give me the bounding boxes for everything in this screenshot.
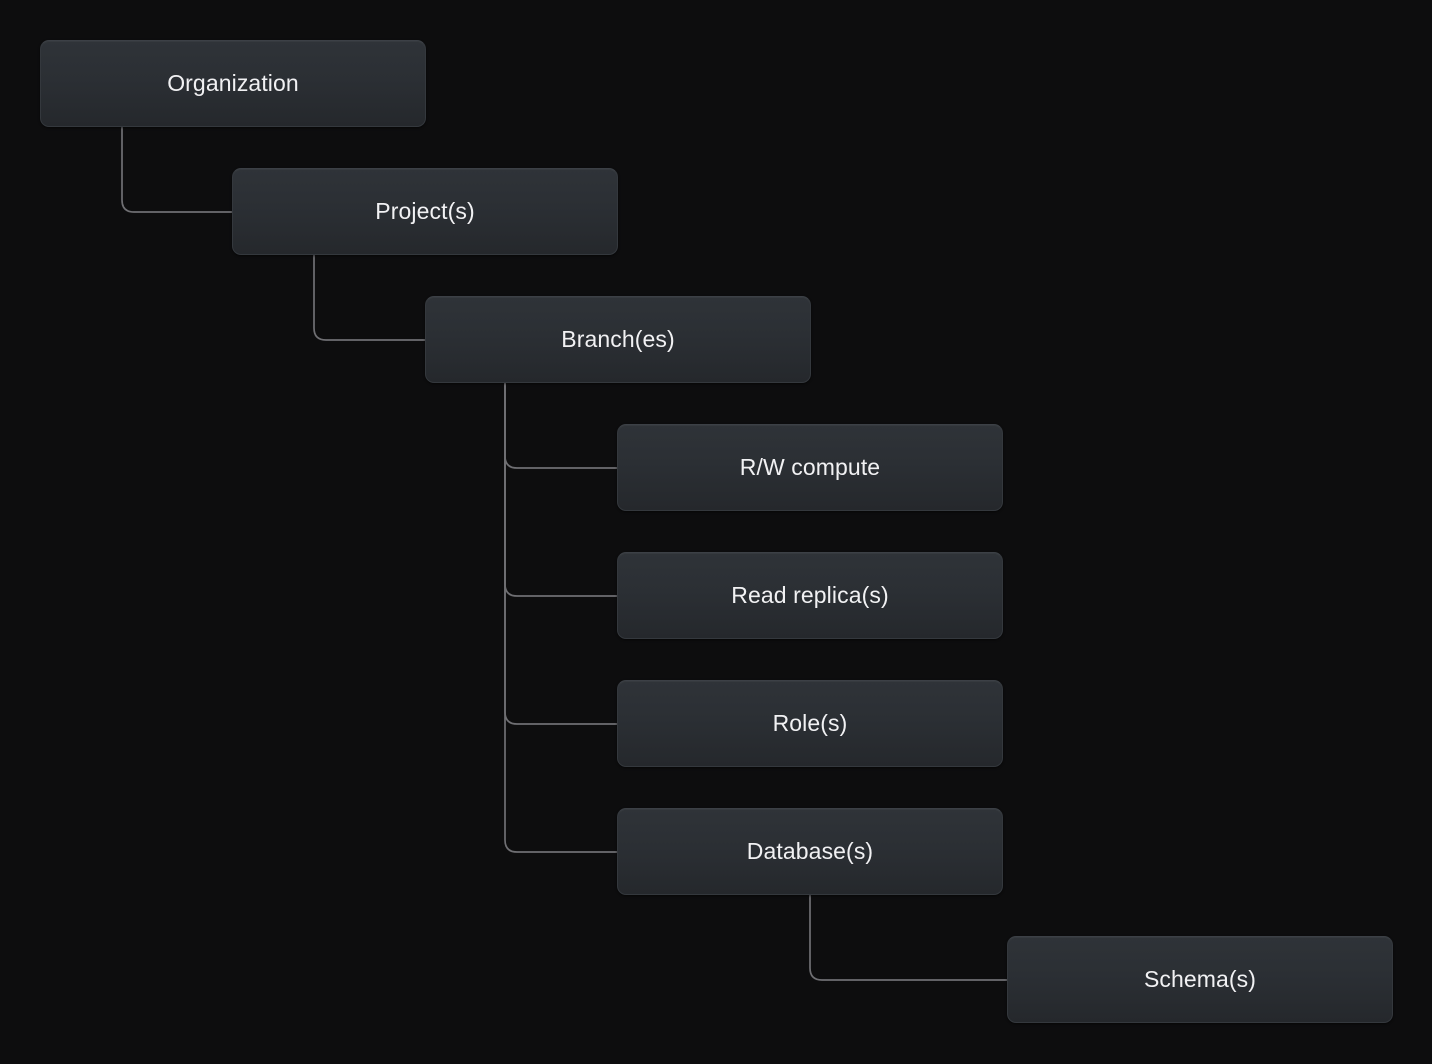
node-schema-label: Schema(s) <box>1143 966 1257 992</box>
edge-project-to-branch <box>313 254 426 341</box>
edge-branch-to-role <box>504 382 618 725</box>
edge-branch-to-database <box>504 382 618 853</box>
node-role[interactable]: Role(s) <box>617 680 1003 767</box>
node-branch-label: Branch(es) <box>561 326 675 352</box>
node-schema[interactable]: Schema(s) <box>1007 936 1393 1023</box>
node-rw-compute[interactable]: R/W compute <box>617 424 1003 511</box>
node-project[interactable]: Project(s) <box>232 168 618 255</box>
node-organization-label: Organization <box>167 70 299 96</box>
node-read-replica[interactable]: Read replica(s) <box>617 552 1003 639</box>
edge-branch-to-rw-compute <box>504 382 618 469</box>
edge-database-to-schema <box>809 894 1008 981</box>
node-organization[interactable]: Organization <box>40 40 426 127</box>
edge-branch-to-read-replica <box>504 382 618 597</box>
node-project-label: Project(s) <box>375 198 475 224</box>
node-read-replica-label: Read replica(s) <box>731 582 889 608</box>
node-database[interactable]: Database(s) <box>617 808 1003 895</box>
node-role-label: Role(s) <box>772 710 848 736</box>
node-database-label: Database(s) <box>746 838 874 864</box>
node-rw-compute-label: R/W compute <box>739 454 881 480</box>
node-branch[interactable]: Branch(es) <box>425 296 811 383</box>
edge-organization-to-project <box>121 126 233 213</box>
